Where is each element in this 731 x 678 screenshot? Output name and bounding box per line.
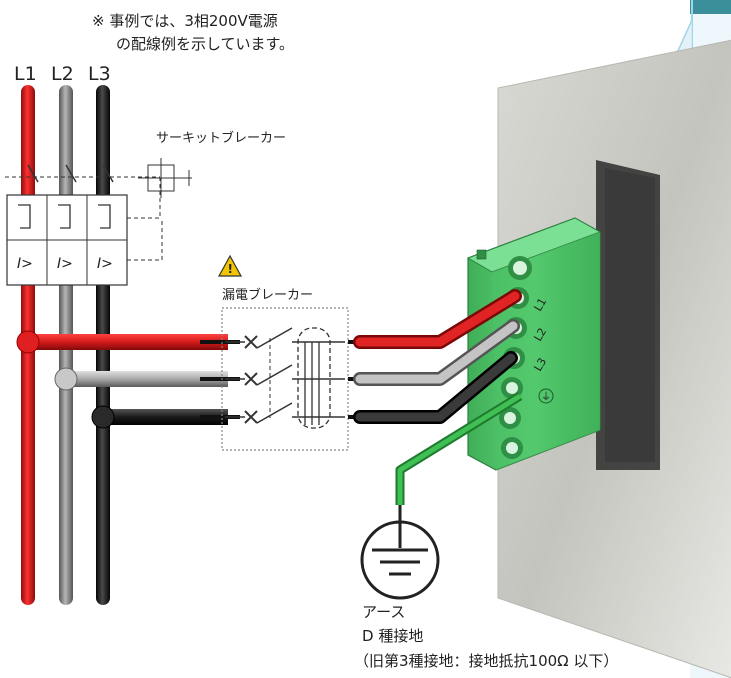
- circuit-breaker-label: サーキットブレーカー: [156, 130, 286, 146]
- circuit-breaker: I> I> I>: [5, 158, 192, 286]
- phase-label-l1: L1: [14, 63, 37, 85]
- wall-panel: [497, 39, 731, 678]
- earth-leakage-breaker: [221, 307, 349, 451]
- svg-text:!: !: [228, 262, 233, 276]
- trip-symbol-2: I>: [57, 256, 73, 272]
- trip-symbol-1: I>: [17, 256, 33, 272]
- output-wires: [348, 289, 522, 424]
- terminal-pin-l1: L1: [531, 296, 549, 314]
- ground-class-label: D 種接地: [362, 627, 423, 645]
- note-line-2: の配線例を示しています。: [116, 35, 294, 53]
- phase-label-l3: L3: [88, 63, 111, 85]
- terminal-pin-l2: L2: [531, 326, 549, 344]
- warning-triangle-icon: !: [217, 254, 243, 277]
- feeder-wires: [16, 330, 240, 429]
- note-line-1: ※ 事例では、3相200V電源: [92, 12, 278, 30]
- terminal-pin-ground: ⏚: [541, 391, 551, 403]
- ground-note-label: （旧第3種接地：接地抵抗100Ω 以下）: [354, 652, 618, 670]
- ground-symbol-icon: [360, 520, 440, 600]
- terminal-pin-l3: L3: [531, 356, 549, 374]
- circuit-breaker-symbol-icon: [138, 158, 192, 198]
- ground-label: アース: [362, 603, 405, 621]
- phase-label-l2: L2: [51, 63, 74, 85]
- callout-header-bar: [690, 0, 731, 14]
- earth-leakage-breaker-label: 漏電ブレーカー: [222, 287, 313, 303]
- trip-symbol-3: I>: [97, 256, 113, 272]
